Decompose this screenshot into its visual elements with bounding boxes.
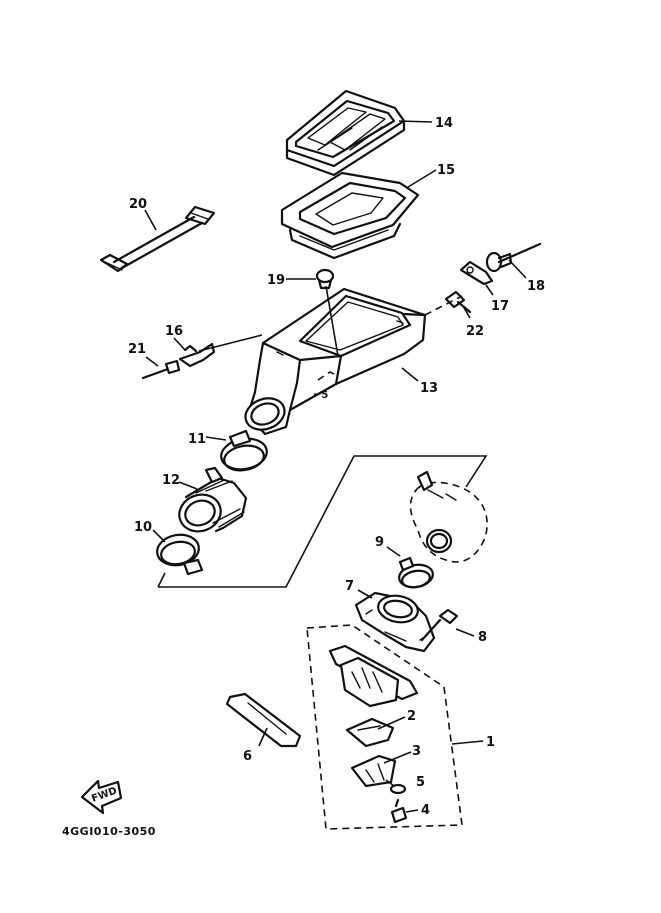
callout-3: 3	[412, 744, 421, 759]
callout-2: 2	[407, 709, 416, 724]
hidden-line-air-box	[317, 371, 339, 381]
callout-16: 16	[165, 324, 183, 339]
part-18-rivet	[485, 242, 542, 273]
part-17-bracket	[459, 260, 494, 286]
callout-4: 4	[421, 803, 430, 818]
callout-17: 17	[491, 299, 509, 314]
fwd-arrow-icon: FWD	[80, 779, 123, 815]
callout-15: 15	[437, 163, 455, 178]
part-11-hose-clamp	[220, 429, 268, 472]
part-19-plug	[315, 268, 335, 290]
part-7-manifold	[354, 591, 436, 653]
callout-19: 19	[267, 273, 285, 288]
air-box-marking: ⌐5	[313, 390, 328, 401]
callout-13: 13	[420, 381, 438, 396]
guide-line-joint-carb	[158, 455, 488, 588]
callout-6: 6	[243, 749, 252, 764]
callout-10: 10	[134, 520, 152, 535]
part-5-washer	[389, 783, 407, 795]
part-9-clamp	[398, 556, 434, 589]
part-13-air-box	[244, 287, 427, 436]
reed-valve-assembly	[328, 644, 419, 708]
part-14-filter-frame	[285, 89, 406, 177]
callout-8: 8	[478, 630, 487, 645]
callout-11: 11	[188, 432, 206, 447]
guide-line-air-box-right	[424, 295, 463, 316]
callout-22: 22	[466, 324, 484, 339]
guide-line-air-box-bracket	[198, 334, 263, 352]
callout-18: 18	[527, 279, 545, 294]
part-20-strap	[99, 205, 216, 273]
callout-12: 12	[162, 473, 180, 488]
part-2-reed	[345, 717, 395, 748]
callout-7: 7	[345, 579, 354, 594]
callout-14: 14	[435, 116, 453, 131]
callout-1: 1	[486, 735, 495, 750]
part-8-bolt	[420, 608, 459, 642]
diagram-code: 4GGI010-3050	[62, 825, 156, 838]
part-10-hose-clamp	[156, 533, 204, 576]
part-12-intake-joint	[178, 466, 248, 533]
callout-9: 9	[375, 535, 384, 550]
part-6-gasket	[225, 692, 302, 748]
part-21-screw	[141, 359, 181, 380]
part-4-screw	[390, 798, 408, 824]
callout-21: 21	[128, 342, 146, 357]
callout-5: 5	[416, 775, 425, 790]
guide-line-joint-left	[157, 572, 166, 588]
part-15-filter-element	[280, 171, 420, 260]
leader-lines	[144, 120, 527, 813]
callout-20: 20	[129, 197, 147, 212]
part-16-bracket	[178, 342, 216, 368]
assembly-1-boundary	[306, 624, 463, 830]
carburetor-phantom	[409, 470, 488, 563]
